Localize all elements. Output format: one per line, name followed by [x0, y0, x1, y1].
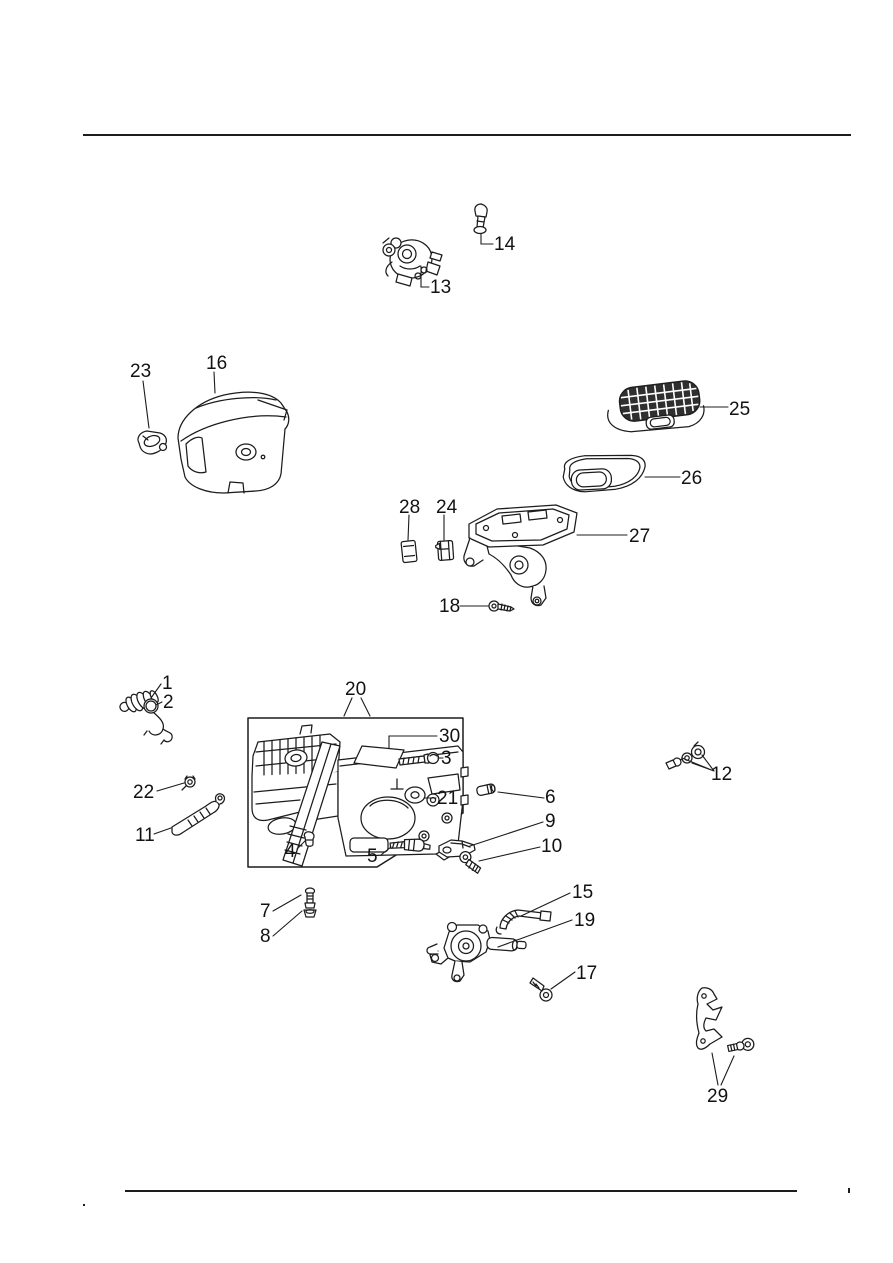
leader-line-28	[407, 514, 410, 541]
callout-label-23: 23	[130, 361, 151, 382]
leader-line-2	[155, 701, 163, 706]
callout-label-9: 9	[545, 811, 556, 832]
callout-label-20: 20	[345, 679, 366, 700]
leader-line-13	[420, 265, 430, 288]
callout-label-28: 28	[399, 497, 420, 518]
part-8-bushing-drawing	[303, 902, 317, 918]
leader-line-11	[153, 827, 172, 835]
callout-label-27: 27	[629, 526, 650, 547]
part-14-valve-drawing	[473, 203, 488, 235]
bottom-left-dot	[83, 1204, 85, 1206]
leader-line-30	[388, 735, 438, 749]
callout-label-22: 22	[133, 782, 154, 803]
part-4-plug-drawing	[303, 831, 315, 847]
callout-label-29: 29	[707, 1086, 728, 1107]
callout-label-30: 30	[439, 726, 460, 747]
callout-label-12: 12	[711, 764, 732, 785]
callout-label-18: 18	[439, 596, 460, 617]
part-23-knob-drawing	[137, 430, 168, 455]
leader-line-7	[272, 894, 302, 912]
part-2-ring-drawing	[143, 698, 159, 714]
callout-label-5: 5	[367, 846, 378, 867]
callout-label-11: 11	[135, 825, 155, 846]
callout-label-7: 7	[260, 901, 271, 922]
leader-line-17	[550, 971, 576, 990]
callout-label-14: 14	[494, 234, 516, 255]
top-rule	[83, 134, 851, 136]
leader-line-14	[480, 233, 494, 245]
callout-label-15: 15	[572, 882, 593, 903]
callout-label-2: 2	[163, 692, 174, 713]
leader-line-15	[520, 892, 571, 917]
leader-line-16	[213, 371, 216, 394]
callout-label-3: 3	[441, 748, 452, 769]
leader-line-9	[469, 821, 544, 847]
callout-label-19: 19	[574, 910, 595, 931]
part-11-rod-drawing	[171, 793, 226, 836]
part-27-filter-base-drawing	[463, 504, 578, 607]
callout-label-10: 10	[541, 836, 562, 857]
callout-label-16: 16	[206, 353, 227, 374]
callout-label-13: 13	[430, 277, 451, 298]
callout-label-25: 25	[729, 399, 750, 420]
callout-label-4: 4	[285, 841, 296, 862]
callout-label-1: 1	[162, 673, 173, 694]
part-18-screw-drawing	[488, 600, 515, 612]
leader-line-1	[150, 683, 162, 699]
part-28-switch-drawing	[400, 539, 418, 564]
part-12-shaft-assembly-drawing	[665, 741, 706, 770]
part-5-screw-drawing	[389, 838, 431, 852]
part-24-switch-drawing	[435, 539, 455, 561]
part-16-cylinder-cover-drawing	[177, 391, 290, 494]
leader-line-5	[380, 846, 392, 856]
part-10-screw-drawing	[459, 851, 482, 874]
callout-label-6: 6	[545, 787, 556, 808]
leader-line-4	[296, 840, 306, 850]
callout-label-21: 21	[437, 788, 458, 809]
leader-line-12	[681, 754, 715, 772]
callout-label-26: 26	[681, 468, 702, 489]
leader-line-22	[156, 782, 185, 792]
part-26-gasket-drawing	[562, 454, 646, 493]
part-15-elbow-hose-drawing	[495, 909, 552, 935]
leader-line-23	[142, 380, 150, 429]
leader-line-6	[497, 791, 545, 799]
leader-line-10	[478, 846, 541, 862]
bottom-rule	[125, 1190, 797, 1192]
part-17-screw-drawing	[529, 977, 553, 1002]
callout-label-8: 8	[260, 926, 271, 947]
bottom-right-tick	[848, 1188, 850, 1193]
callout-label-17: 17	[576, 963, 597, 984]
part-22-nut-drawing	[181, 775, 196, 791]
leader-line-20	[343, 697, 371, 717]
part-6-pin-drawing	[476, 783, 496, 796]
leader-line-19	[497, 919, 573, 948]
part-7-screw-drawing	[304, 887, 316, 904]
leader-line-29	[711, 1052, 735, 1086]
part-19-oil-pump-drawing	[426, 921, 527, 983]
part-29-bumper-spike-drawing	[695, 987, 755, 1053]
callout-label-24: 24	[436, 497, 458, 518]
leader-line-8	[272, 910, 303, 937]
part-25-air-filter-drawing	[607, 380, 705, 433]
part-20-housing-drawing	[251, 724, 469, 867]
part-13-carburetor-drawing	[382, 237, 443, 287]
